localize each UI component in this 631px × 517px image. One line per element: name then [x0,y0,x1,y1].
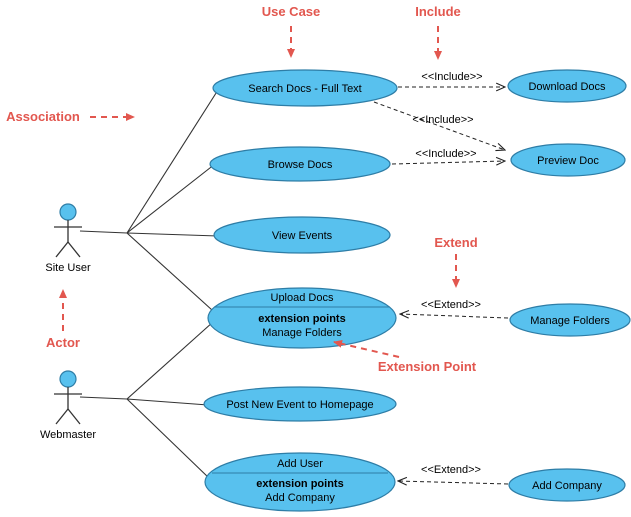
use-case-label: Browse Docs [268,159,333,171]
use-case-label: Add Company [532,480,602,492]
use-case-ellipse [204,452,396,512]
use-case-preview-doc: Preview Doc [510,143,626,177]
actor-left-leg [55,241,69,258]
association-site-user-search-docs [126,89,219,234]
association-site-user-stub [79,230,128,234]
use-case-label: Search Docs - Full Text [248,83,362,95]
use-case-ellipse [510,143,626,177]
dependencies: <<Include>> <<Include>> <<Include>> <<Ex… [373,71,509,484]
extension-points-header: extension points [256,478,343,490]
actor-site-user: Site User [45,203,91,274]
callout-annotations: Use Case Include Association Extend Acto… [6,4,478,374]
use-case-upload-docs: Upload Docs extension points Manage Fold… [207,287,397,349]
use-case-ellipse [209,146,391,182]
association-site-user-browse-docs [126,163,216,234]
include-stereotype-1: <<Include>> [421,71,482,83]
use-case-add-company: Add Company [508,468,626,502]
use-case-download-docs: Download Docs [507,69,627,103]
association-webmaster-upload-docs [126,321,214,400]
association-site-user-view-events [126,232,219,237]
use-case-search-docs: Search Docs - Full Text [212,69,398,107]
use-case-label: Post New Event to Homepage [226,399,373,411]
use-case-ellipse [212,69,398,107]
extension-point-entry: Manage Folders [262,327,342,339]
actor-left-leg [55,408,69,425]
use-case-ellipse [509,303,631,337]
use-case-label: Download Docs [528,81,606,93]
include-stereotype-3: <<Include>> [415,148,476,160]
associations [79,89,219,480]
annotation-association: Association [6,109,80,124]
use-case-label: Add User [277,458,323,470]
use-case-manage-folders: Manage Folders [509,303,631,337]
association-site-user-upload-docs [126,232,213,311]
annotation-extend: Extend [434,235,477,250]
association-webmaster-add-user [126,398,211,480]
use-case-post-new-event: Post New Event to Homepage [203,386,397,422]
use-case-ellipse [207,287,397,349]
actor-head [59,370,77,388]
actor-webmaster: Webmaster [40,370,96,441]
actor-head [59,203,77,221]
include-arrow-browse-preview [391,161,505,164]
use-case-label: Upload Docs [271,292,334,304]
use-case-ellipse [507,69,627,103]
actor-site-user-label: Site User [45,262,91,274]
annotation-extension-point: Extension Point [378,359,477,374]
use-case-view-events: View Events [213,216,391,254]
annotation-use-case: Use Case [262,4,321,19]
use-case-label: Manage Folders [530,315,610,327]
use-case-ellipse [508,468,626,502]
extend-arrow-manage-folders-upload [400,314,509,318]
extend-arrow-add-company-add-user [398,481,509,484]
association-webmaster-stub [79,396,128,400]
actor-right-leg [67,408,81,425]
use-case-ellipse [203,386,397,422]
annotation-actor: Actor [46,335,80,350]
extend-stereotype-1: <<Extend>> [421,299,481,311]
include-arrow-search-preview [373,101,505,150]
extension-points-header: extension points [258,313,345,325]
use-case-add-user: Add User extension points Add Company [204,452,396,512]
annotation-include: Include [415,4,461,19]
actor-right-leg [67,241,81,258]
extension-point-pointer-arrow [333,339,400,358]
actor-webmaster-label: Webmaster [40,429,96,441]
extension-point-entry: Add Company [265,492,335,504]
include-stereotype-2: <<Include>> [412,114,473,126]
use-case-label: Preview Doc [537,155,599,167]
association-webmaster-post-event [126,398,209,406]
use-case-ellipse [213,216,391,254]
use-case-label: View Events [272,230,333,242]
extend-stereotype-2: <<Extend>> [421,464,481,476]
use-case-browse-docs: Browse Docs [209,146,391,182]
